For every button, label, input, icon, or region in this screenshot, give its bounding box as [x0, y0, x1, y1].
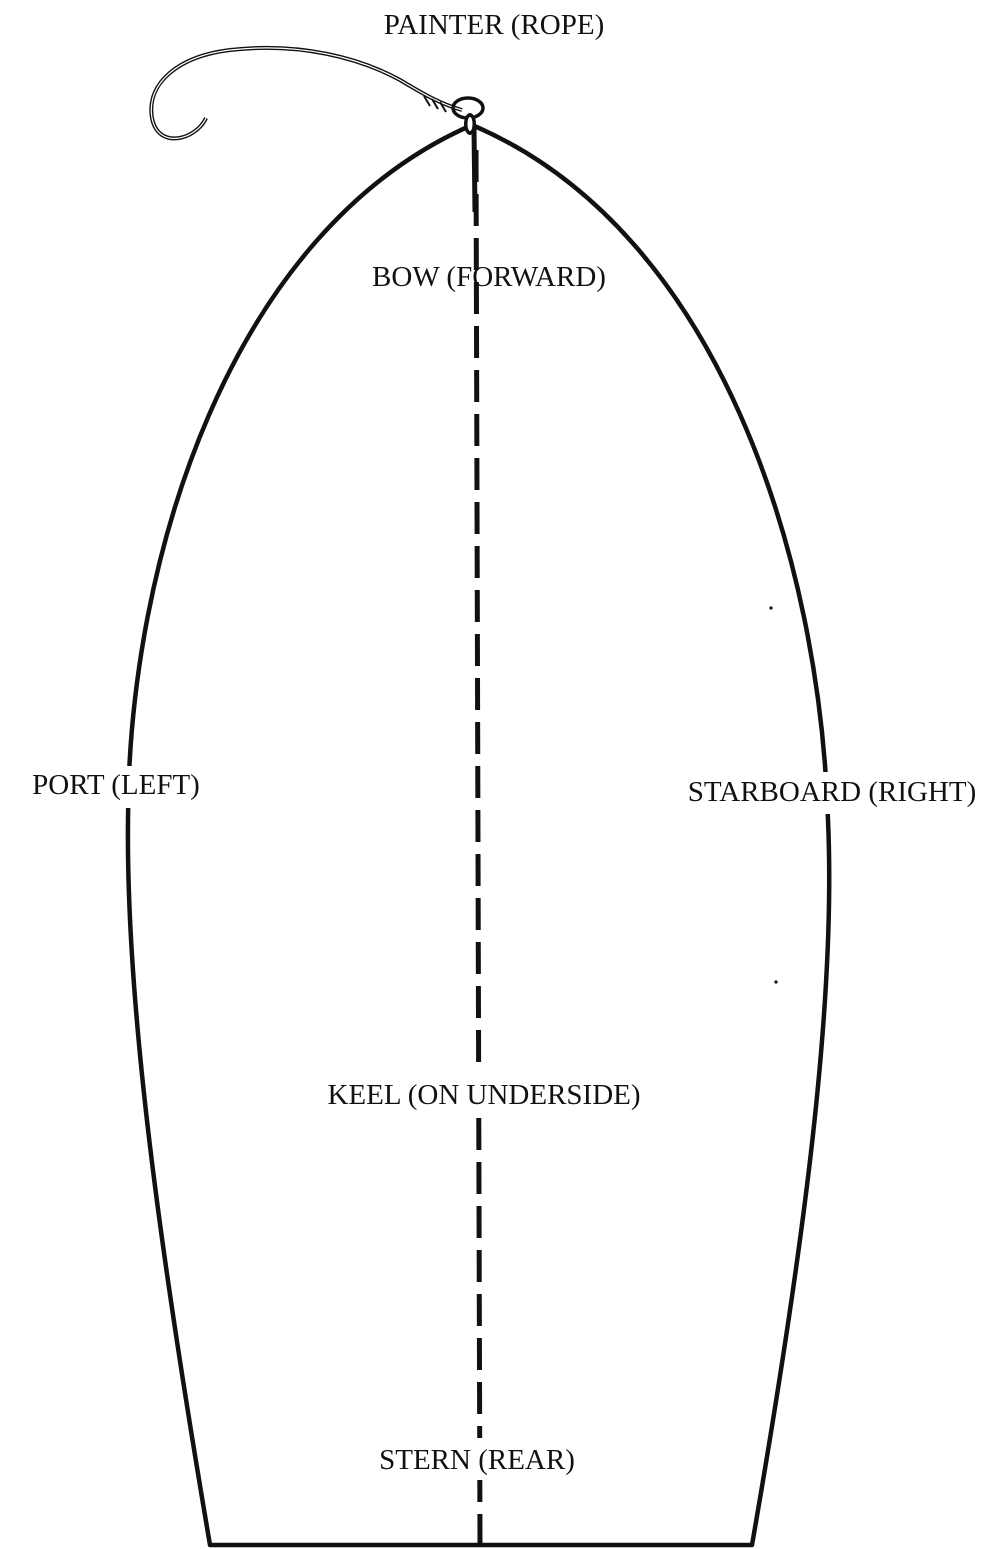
keel-label: KEEL (ON UNDERSIDE) — [327, 1079, 640, 1111]
keel-label-bg — [296, 1074, 672, 1116]
port-label-bg — [6, 766, 226, 808]
starboard-label: STARBOARD (RIGHT) — [688, 776, 977, 808]
bow-eye-fitting — [451, 96, 485, 135]
speck-mark — [774, 980, 778, 984]
painter-label-bg — [360, 6, 630, 46]
port-label: PORT (LEFT) — [32, 769, 200, 801]
stern-label: STERN (REAR) — [379, 1444, 575, 1476]
keel-centerline-top — [471, 127, 478, 213]
speck-mark — [769, 606, 773, 610]
painter-label: PAINTER (ROPE) — [384, 9, 604, 41]
painter-rope — [149, 45, 463, 141]
starboard-label-bg — [662, 772, 1002, 814]
stern-label-bg — [354, 1438, 600, 1480]
bow-label: BOW (FORWARD) — [372, 261, 606, 293]
keel-centerline — [473, 149, 483, 1546]
